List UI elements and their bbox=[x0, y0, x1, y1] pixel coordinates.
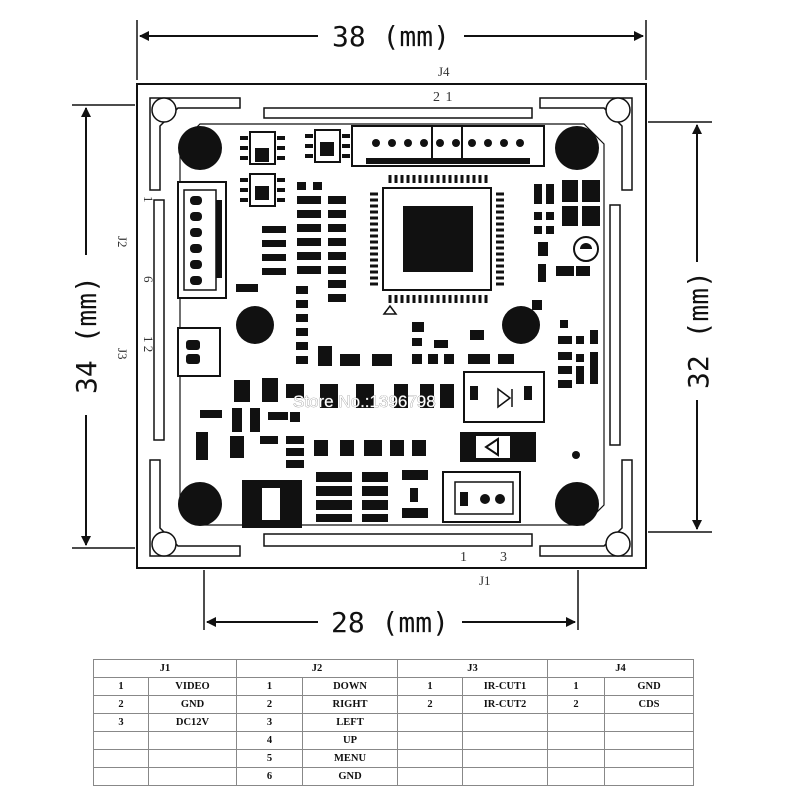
j4-label: J4 bbox=[438, 64, 450, 79]
j1-pin-last: 3 bbox=[500, 550, 507, 565]
table-cell: MENU bbox=[302, 749, 398, 768]
header-j4: J4 bbox=[547, 659, 694, 678]
table-cell bbox=[604, 731, 694, 750]
header-j3: J3 bbox=[397, 659, 548, 678]
j4-pin-label: 2 1 bbox=[433, 90, 454, 105]
table-row: 3 DC12V 3 LEFT bbox=[93, 713, 694, 732]
header-j2: J2 bbox=[236, 659, 398, 678]
table-cell bbox=[148, 731, 237, 750]
led bbox=[573, 236, 599, 262]
table-cell: RIGHT bbox=[302, 695, 398, 714]
j1-label: J1 bbox=[479, 573, 491, 588]
table-cell bbox=[604, 767, 694, 786]
table-cell: LEFT bbox=[302, 713, 398, 732]
j2-pin-first: 1 bbox=[141, 196, 156, 203]
table-cell: 4 bbox=[236, 731, 303, 750]
table-cell: IR-CUT1 bbox=[462, 677, 548, 696]
j3-label: J3 bbox=[115, 348, 130, 360]
table-cell: DOWN bbox=[302, 677, 398, 696]
mounting-pads bbox=[178, 126, 599, 526]
diode-component bbox=[460, 432, 536, 462]
table-cell bbox=[397, 731, 463, 750]
store-watermark: Store No.:1396798 bbox=[293, 392, 436, 411]
table-cell: 1 bbox=[236, 677, 303, 696]
table-cell: 3 bbox=[236, 713, 303, 732]
table-cell: IR-CUT2 bbox=[462, 695, 548, 714]
dimension-bottom: 28 (mm) bbox=[203, 570, 579, 639]
table-cell bbox=[547, 767, 605, 786]
inductor bbox=[242, 480, 302, 528]
j2-label: J2 bbox=[115, 236, 130, 248]
table-cell: 6 bbox=[236, 767, 303, 786]
table-cell bbox=[604, 749, 694, 768]
table-cell: DC12V bbox=[148, 713, 237, 732]
table-cell bbox=[547, 749, 605, 768]
header-j1: J1 bbox=[93, 659, 237, 678]
table-cell: GND bbox=[302, 767, 398, 786]
table-cell: 3 bbox=[93, 713, 149, 732]
table-cell: CDS bbox=[604, 695, 694, 714]
j3-pin-label: 1 2 bbox=[141, 336, 156, 352]
side-rails bbox=[153, 107, 621, 547]
table-cell bbox=[604, 713, 694, 732]
dimension-right-label: 32 (mm) bbox=[682, 271, 715, 389]
passive-components bbox=[196, 182, 598, 522]
corner-holes bbox=[151, 97, 631, 557]
table-row: 6 GND bbox=[93, 767, 694, 786]
table-row: 2 GND 2 RIGHT 2 IR-CUT2 2 CDS bbox=[93, 695, 694, 714]
table-cell bbox=[397, 767, 463, 786]
connector-j2 bbox=[177, 181, 227, 299]
table-cell bbox=[148, 767, 237, 786]
table-cell: 1 bbox=[93, 677, 149, 696]
table-cell bbox=[148, 749, 237, 768]
main-ic bbox=[370, 175, 504, 315]
table-cell bbox=[93, 767, 149, 786]
table-cell bbox=[93, 749, 149, 768]
small-ics bbox=[240, 129, 350, 207]
table-cell bbox=[547, 731, 605, 750]
table-cell: 2 bbox=[236, 695, 303, 714]
dimension-right: 32 (mm) bbox=[648, 121, 715, 533]
table-cell bbox=[93, 731, 149, 750]
dimension-left-label: 34 (mm) bbox=[70, 276, 103, 394]
table-cell bbox=[462, 767, 548, 786]
table-row: 5 MENU bbox=[93, 749, 694, 768]
dimension-bottom-label: 28 (mm) bbox=[331, 606, 449, 639]
table-cell bbox=[547, 713, 605, 732]
cross-component bbox=[562, 180, 600, 226]
dimension-left: 34 (mm) bbox=[70, 104, 135, 549]
table-cell bbox=[462, 713, 548, 732]
table-cell: 2 bbox=[547, 695, 605, 714]
table-cell bbox=[462, 749, 548, 768]
connector-j1 bbox=[442, 471, 521, 523]
table-cell: 1 bbox=[547, 677, 605, 696]
table-cell: 5 bbox=[236, 749, 303, 768]
table-cell: 2 bbox=[93, 695, 149, 714]
pcb-dimension-diagram: 38 (mm) 34 (mm) 32 (mm) 28 (mm) bbox=[70, 20, 715, 639]
table-row: 4 UP bbox=[93, 731, 694, 750]
table-cell: UP bbox=[302, 731, 398, 750]
table-cell: GND bbox=[148, 695, 237, 714]
dimension-top-label: 38 (mm) bbox=[332, 20, 450, 53]
j1-pin-first: 1 bbox=[460, 550, 467, 565]
table-cell: VIDEO bbox=[148, 677, 237, 696]
ir-cut-block bbox=[463, 371, 545, 423]
j2-pin-last: 6 bbox=[141, 276, 156, 283]
table-cell: 1 bbox=[397, 677, 463, 696]
table-cell bbox=[397, 749, 463, 768]
table-header-row: J1 J2 J3 J4 bbox=[93, 659, 694, 678]
table-cell: GND bbox=[604, 677, 694, 696]
dimension-top: 38 (mm) bbox=[136, 20, 647, 80]
connector-j4 bbox=[351, 125, 545, 167]
pin-assignment-table: J1 J2 J3 J4 1 VIDEO 1 DOWN 1 IR-CUT1 1 G… bbox=[93, 659, 694, 786]
table-cell bbox=[397, 713, 463, 732]
table-row: 1 VIDEO 1 DOWN 1 IR-CUT1 1 GND bbox=[93, 677, 694, 696]
table-cell: 2 bbox=[397, 695, 463, 714]
connector-j3 bbox=[177, 327, 221, 377]
table-cell bbox=[462, 731, 548, 750]
